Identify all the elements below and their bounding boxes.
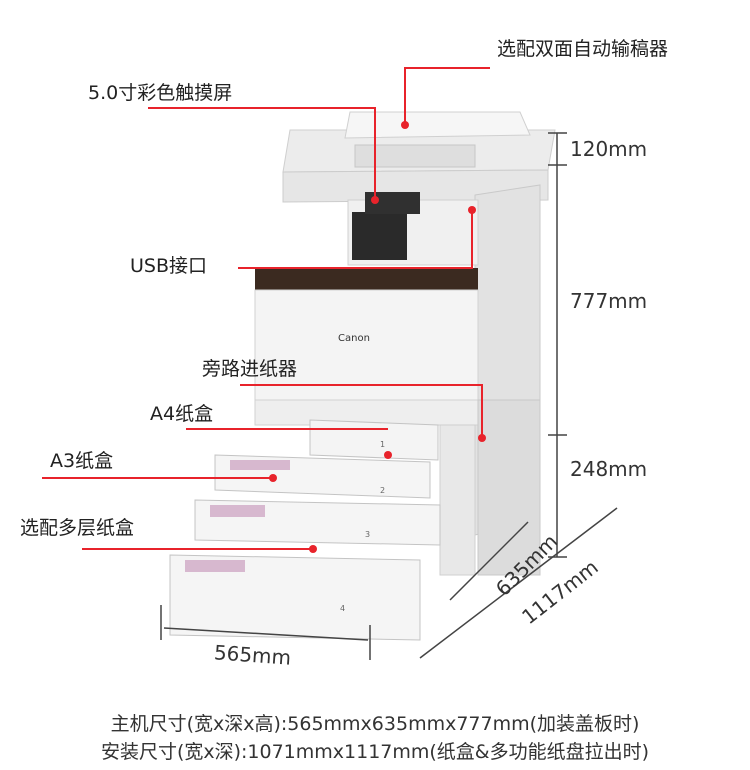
tray-number: 4 bbox=[340, 604, 346, 613]
footer-install-dimensions: 安装尺寸(宽x深):1071mmx1117mm(纸盒&多功能纸盘拉出时) bbox=[100, 741, 650, 763]
callout-bypass-tray: 旁路进纸器 bbox=[202, 358, 298, 380]
callout-a4-tray: A4纸盒 bbox=[150, 403, 214, 425]
callout-multi-tray: 选配多层纸盒 bbox=[20, 517, 135, 539]
footer-main-dimensions: 主机尺寸(宽x深x高):565mmx635mmx777mm(加装盖板时) bbox=[110, 713, 640, 735]
dim-width: 565mm bbox=[213, 640, 292, 670]
drawers bbox=[169, 419, 441, 641]
brand-logo: Canon bbox=[338, 333, 370, 344]
tray-number: 2 bbox=[380, 486, 386, 495]
callout-dots bbox=[269, 121, 486, 553]
callout-lines bbox=[42, 67, 490, 550]
main-body bbox=[254, 192, 541, 576]
dim-bottom: 248mm bbox=[570, 457, 648, 481]
callout-a3-tray: A3纸盒 bbox=[50, 450, 114, 472]
dimension-lines bbox=[160, 132, 618, 660]
callout-usb: USB接口 bbox=[130, 255, 208, 277]
tray-number: 1 bbox=[380, 440, 386, 449]
dim-mid: 777mm bbox=[570, 289, 648, 313]
callout-touchscreen: 5.0寸彩色触摸屏 bbox=[88, 82, 233, 104]
tray-number: 3 bbox=[365, 530, 371, 539]
dim-top: 120mm bbox=[570, 137, 648, 161]
callout-adf: 选配双面自动输稿器 bbox=[497, 38, 669, 60]
